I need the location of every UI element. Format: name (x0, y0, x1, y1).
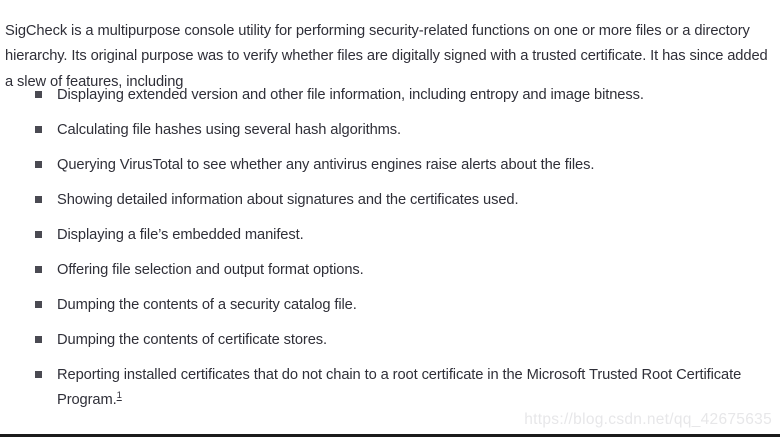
bullet-square-icon (35, 196, 42, 203)
bullet-square-icon (35, 126, 42, 133)
list-item-label: Querying VirusTotal to see whether any a… (57, 157, 595, 173)
list-item: Offering file selection and output forma… (0, 258, 780, 296)
list-item-label: Reporting installed certificates that do… (57, 367, 742, 409)
list-item: Dumping the contents of a security catal… (0, 293, 780, 331)
list-item: Displaying extended version and other fi… (0, 83, 780, 121)
list-item: Displaying a file’s embedded manifest. (0, 223, 780, 261)
intro-paragraph: SigCheck is a multipurpose console utili… (5, 22, 768, 90)
list-item-label: Dumping the contents of a security catal… (57, 297, 357, 313)
list-item-label: Offering file selection and output forma… (57, 262, 364, 278)
feature-list: Displaying extended version and other fi… (0, 86, 780, 419)
list-item: Querying VirusTotal to see whether any a… (0, 153, 780, 191)
bullet-square-icon (35, 231, 42, 238)
bullet-square-icon (35, 301, 42, 308)
footnote-reference[interactable]: 1 (116, 390, 122, 402)
list-item-label: Showing detailed information about signa… (57, 192, 519, 208)
list-item: Calculating file hashes using several ha… (0, 118, 780, 156)
list-item-label: Displaying extended version and other fi… (57, 87, 644, 103)
list-item: Dumping the contents of certificate stor… (0, 328, 780, 366)
list-item-label: Dumping the contents of certificate stor… (57, 332, 328, 348)
bullet-square-icon (35, 266, 42, 273)
list-item-label: Displaying a file’s embedded manifest. (57, 227, 304, 243)
bullet-square-icon (35, 91, 42, 98)
bullet-square-icon (35, 161, 42, 168)
bullet-square-icon (35, 371, 42, 378)
bottom-divider (0, 434, 780, 437)
list-item-label: Calculating file hashes using several ha… (57, 122, 402, 138)
list-item: Showing detailed information about signa… (0, 188, 780, 226)
bullet-square-icon (35, 336, 42, 343)
list-item: Reporting installed certificates that do… (0, 363, 780, 419)
